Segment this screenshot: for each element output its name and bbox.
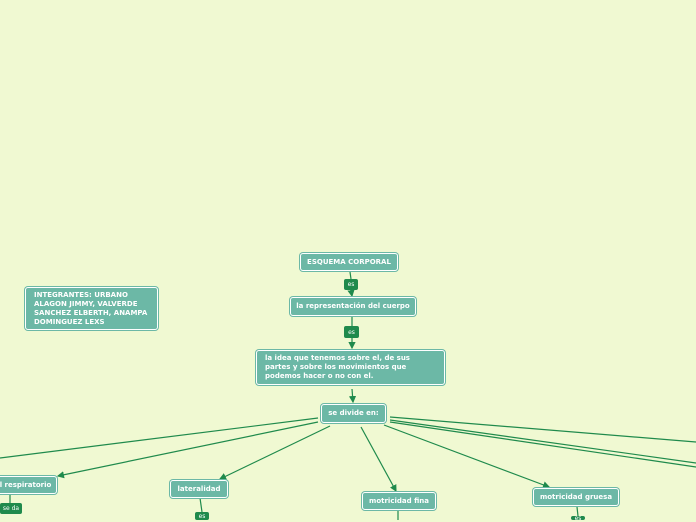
line-divide-respiratorio [56, 421, 319, 479]
node-se-divide-en[interactable]: se divide en: [321, 404, 386, 423]
line-divide-motricidad-fina [360, 426, 397, 493]
line-divide-offleft [0, 417, 319, 459]
line-idea-divide [348, 388, 357, 404]
link-es-4: es [571, 515, 585, 522]
line-divide-lateralidad [218, 425, 331, 480]
line-root-es [349, 271, 352, 280]
authors-box[interactable]: INTEGRANTES: URBANO ALAGON JIMMY, VALVER… [25, 287, 158, 330]
line-divide-offright-3 [389, 421, 696, 468]
line-motricidad-gruesa-down [576, 506, 579, 517]
node-motricidad-gruesa[interactable]: motricidad gruesa [533, 488, 619, 506]
link-es-2: es [344, 326, 359, 338]
line-es-definition [347, 289, 355, 298]
line-divide-offright-1 [389, 416, 696, 443]
link-es-1: es [344, 279, 358, 290]
node-motricidad-fina[interactable]: motricidad fina [362, 492, 436, 510]
link-se-da: se da [0, 503, 22, 514]
link-es-3: es [195, 512, 209, 520]
node-lateralidad[interactable]: lateralidad [170, 480, 228, 498]
line-divide-offright-2 [389, 419, 696, 464]
line-divide-motricidad-gruesa [383, 424, 551, 489]
node-idea-cuerpo[interactable]: la idea que tenemos sobre el, de sus par… [256, 350, 445, 385]
node-respiratorio[interactable]: l respiratorio [0, 476, 57, 494]
node-representacion-cuerpo[interactable]: la representación del cuerpo [290, 297, 416, 316]
line-lateralidad-es [199, 497, 203, 513]
node-esquema-corporal[interactable]: ESQUEMA CORPORAL [300, 253, 398, 271]
